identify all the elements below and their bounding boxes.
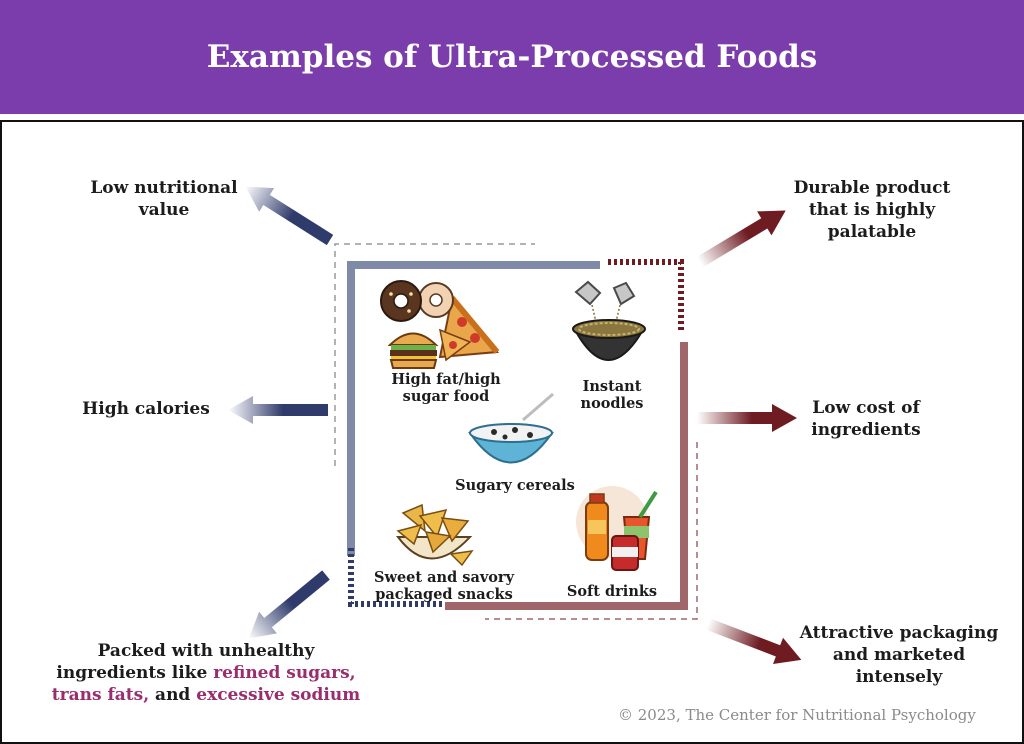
noodles-illustration	[572, 280, 646, 361]
highlight-trans-fats: trans fats,	[51, 685, 150, 705]
title-banner: Examples of Ultra-Processed Foods	[0, 0, 1024, 114]
highlight-excessive-sodium: excessive sodium	[196, 685, 361, 705]
trait-low-cost: Low cost of ingredients	[800, 397, 932, 441]
trait-packaging-line1: Attractive packaging	[799, 623, 999, 643]
page-title: Examples of Ultra-Processed Foods	[206, 39, 818, 75]
trait-unhealthy-line3: trans fats, and excessive sodium	[30, 684, 382, 706]
dashed-guide-right	[485, 442, 698, 620]
trait-packaging-line2: and marketed	[832, 645, 966, 665]
label-noodles-line1: Instant	[582, 378, 642, 395]
trait-low-cost-line2: ingredients	[811, 420, 921, 440]
frame-mauve	[445, 342, 688, 610]
trait-durable-line1: Durable product	[793, 178, 951, 198]
label-high-fat-line2: sugar food	[402, 388, 490, 405]
trait-durable-product: Durable product that is highly palatable	[772, 177, 972, 243]
trait-attractive-packaging: Attractive packaging and marketed intens…	[786, 622, 1012, 688]
label-noodles-line2: noodles	[580, 395, 644, 412]
arrow-packaging	[705, 618, 802, 664]
dashed-guide-left	[334, 243, 535, 466]
trait-durable-line3: palatable	[827, 222, 917, 242]
label-instant-noodles: Instant noodles	[560, 378, 664, 412]
junk-food-illustration	[380, 280, 500, 369]
copyright-notice: © 2023, The Center for Nutritional Psych…	[618, 706, 976, 724]
trait-unhealthy-ingredients: Packed with unhealthy ingredients like r…	[30, 640, 382, 706]
arrow-high-calories	[228, 396, 328, 424]
trait-low-nutrition-line2: value	[138, 200, 190, 220]
trait-low-nutrition-line1: Low nutritional	[90, 178, 238, 198]
label-snacks-line1: Sweet and savory	[374, 569, 514, 586]
trait-unhealthy-and: and	[149, 685, 197, 705]
trait-durable-line2: that is highly	[808, 200, 936, 220]
arrow-low-cost	[697, 404, 797, 432]
label-high-fat-food: High fat/high sugar food	[378, 371, 514, 405]
label-soft-drinks: Soft drinks	[566, 583, 658, 600]
label-sugary-cereals: Sugary cereals	[455, 477, 575, 494]
frame-blue	[347, 261, 600, 556]
trait-unhealthy-line1: Packed with unhealthy	[97, 641, 315, 661]
trait-low-nutritional-value: Low nutritional value	[74, 177, 254, 221]
trait-unhealthy-line2: ingredients like refined sugars,	[30, 662, 382, 684]
snacks-illustration	[396, 503, 474, 567]
label-snacks-line2: packaged snacks	[375, 586, 513, 603]
trait-low-cost-line1: Low cost of	[812, 398, 920, 418]
arrow-unhealthy	[248, 570, 330, 639]
highlight-refined-sugars: refined sugars,	[213, 663, 356, 683]
soft-drinks-illustration	[576, 486, 658, 571]
trait-packaging-line3: intensely	[855, 667, 943, 687]
cereal-illustration	[468, 392, 554, 464]
label-snacks: Sweet and savory packaged snacks	[360, 569, 528, 603]
trait-high-calories: High calories	[82, 399, 210, 419]
label-high-fat-line1: High fat/high	[391, 371, 501, 388]
arrow-durable	[696, 210, 786, 268]
frame-maroon-dotted	[608, 259, 684, 330]
arrow-low-nutrition	[245, 186, 334, 246]
frame-blue-dotted	[348, 548, 442, 607]
trait-unhealthy-intro: ingredients like	[56, 663, 214, 683]
